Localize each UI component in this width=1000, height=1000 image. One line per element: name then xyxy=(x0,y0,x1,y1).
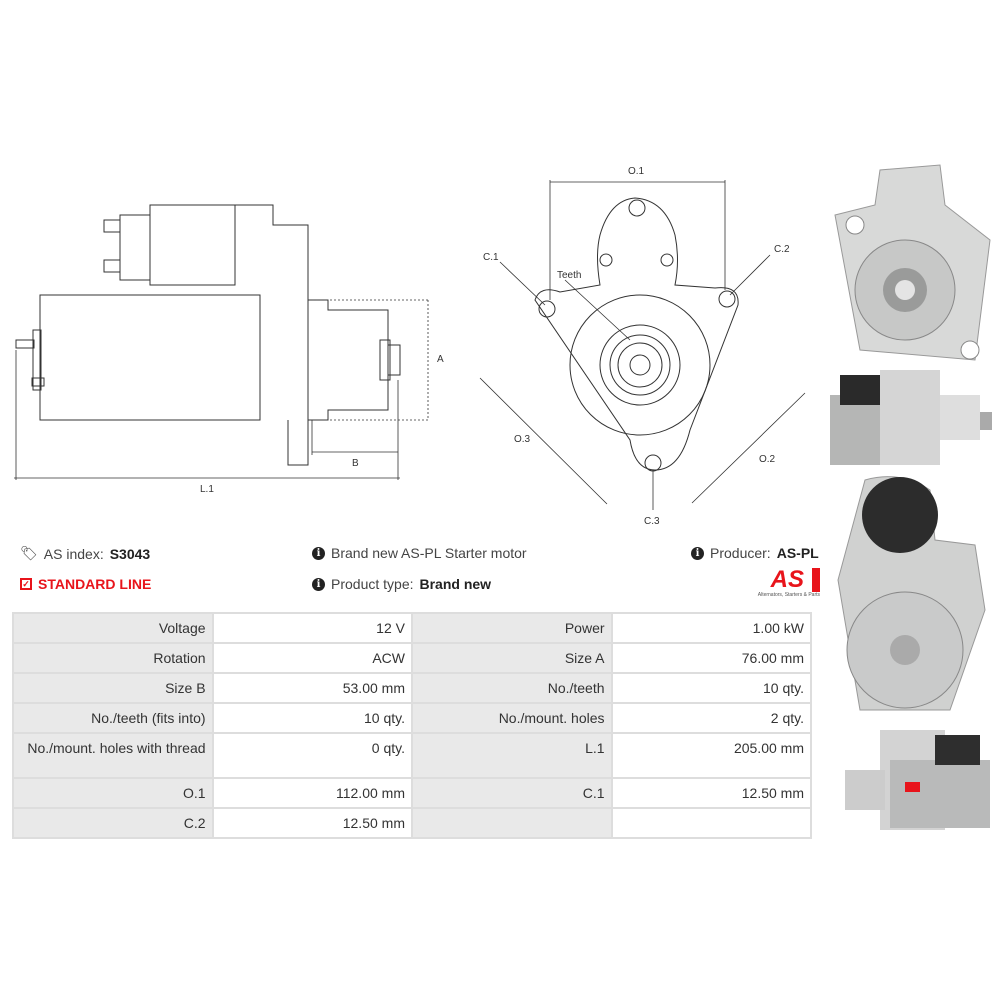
spec-label: No./mount. holes with thread xyxy=(12,732,214,779)
product-photos xyxy=(830,164,992,830)
label-l1: L.1 xyxy=(200,484,214,495)
label-o1: O.1 xyxy=(628,166,645,177)
as-pl-logo: AS Alternators, Starters & Parts xyxy=(757,566,820,598)
info-icon: i xyxy=(312,577,325,591)
producer: i Producer: AS-PL xyxy=(691,545,819,561)
photo-side-view xyxy=(830,370,992,465)
info-icon: i xyxy=(312,546,325,560)
as-index-label: AS index: xyxy=(43,545,104,562)
spec-value: 10 qty. xyxy=(610,672,813,704)
side-view-drawing: L.1 A B xyxy=(14,204,444,495)
label-b: B xyxy=(352,458,359,469)
as-index-value: S3043 xyxy=(109,545,151,562)
spec-value xyxy=(610,807,813,839)
product-line-label: STANDARD LINE xyxy=(38,576,152,592)
photo-rear-view xyxy=(837,476,986,711)
label-c1: C.1 xyxy=(483,252,499,263)
product-type-value: Brand new xyxy=(419,576,492,592)
checkbox-icon: ✓ xyxy=(20,578,32,590)
photo-side-view-2 xyxy=(845,730,990,830)
product-type-label: Product type: xyxy=(331,576,414,592)
description-text: Brand new AS-PL Starter motor xyxy=(331,545,527,561)
label-a: A xyxy=(437,354,444,365)
label-o3: O.3 xyxy=(514,434,531,445)
info-icon: i xyxy=(691,546,704,560)
spec-label: Size B xyxy=(12,672,214,704)
label-c2: C.2 xyxy=(774,244,790,255)
spec-value: 12 V xyxy=(211,612,413,644)
label-o2: O.2 xyxy=(759,454,776,465)
spec-label xyxy=(410,807,613,839)
producer-value: AS-PL xyxy=(776,545,819,561)
spec-value: 76.00 mm xyxy=(610,642,813,674)
as-index: 🏷 AS index: S3043 xyxy=(20,545,150,562)
photo-front-view xyxy=(834,164,991,361)
spec-label: No./teeth xyxy=(410,672,613,704)
spec-value: 205.00 mm xyxy=(610,732,813,779)
product-type: i Product type: Brand new xyxy=(312,576,491,592)
spec-label: C.2 xyxy=(12,807,214,839)
spec-label: No./mount. holes xyxy=(410,702,613,734)
spec-row: No./teeth (fits into)10 qty.No./mount. h… xyxy=(12,702,813,734)
spec-value: 2 qty. xyxy=(610,702,813,734)
product-line: ✓ STANDARD LINE xyxy=(20,576,151,592)
spec-value: 1.00 kW xyxy=(610,612,813,644)
spec-value: 112.00 mm xyxy=(211,777,413,809)
label-teeth: Teeth xyxy=(557,270,581,281)
description: i Brand new AS-PL Starter motor xyxy=(312,545,527,561)
producer-label: Producer: xyxy=(710,545,771,561)
spec-label: No./teeth (fits into) xyxy=(12,702,214,734)
spec-label: Power xyxy=(410,612,613,644)
spec-value: 12.50 mm xyxy=(610,777,813,809)
label-c3: C.3 xyxy=(644,516,660,527)
spec-value: 10 qty. xyxy=(211,702,413,734)
front-view-drawing: O.1 C.1 C.2 Teeth O.3 O.2 C.3 xyxy=(479,166,806,527)
spec-value: 0 qty. xyxy=(211,732,413,779)
spec-value: 53.00 mm xyxy=(211,672,413,704)
tags-icon: 🏷 xyxy=(20,545,38,561)
spec-value: 12.50 mm xyxy=(211,807,413,839)
spec-label: C.1 xyxy=(410,777,613,809)
spec-label: O.1 xyxy=(12,777,214,809)
spec-label: Rotation xyxy=(12,642,214,674)
spec-label: Voltage xyxy=(12,612,214,644)
spec-label: Size A xyxy=(410,642,613,674)
spec-label: L.1 xyxy=(410,732,613,779)
spec-value: ACW xyxy=(211,642,413,674)
